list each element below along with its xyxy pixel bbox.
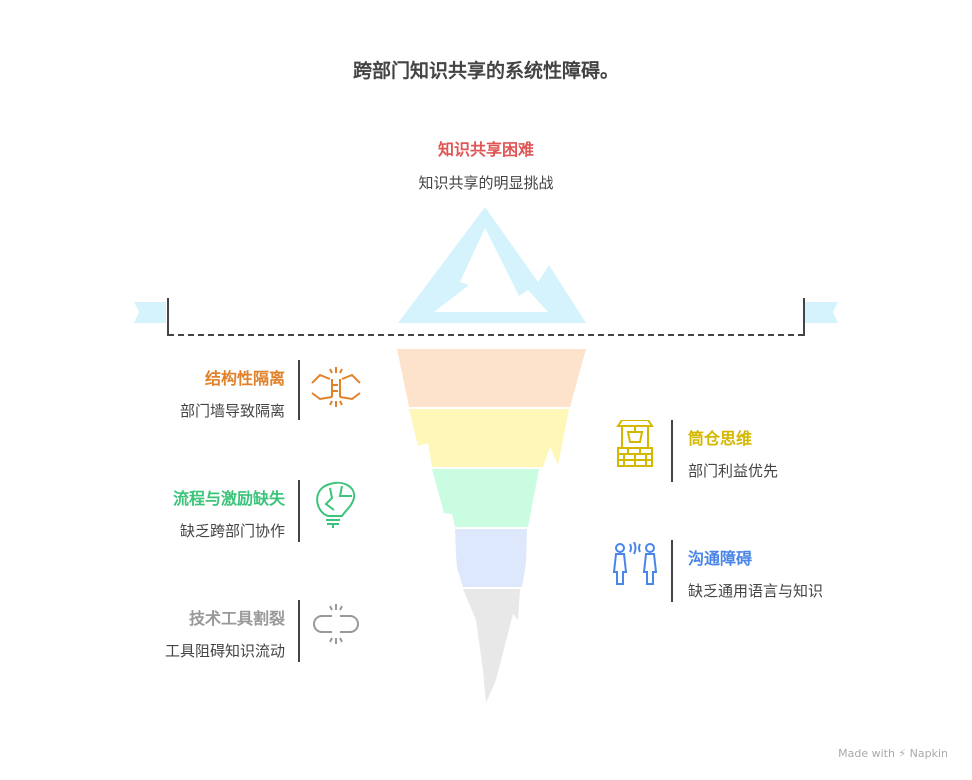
item-desc: 缺乏通用语言与知识: [688, 582, 824, 600]
lightbulb-puzzle-icon: [316, 481, 356, 528]
item-desc: 部门墙导致隔离: [179, 402, 285, 420]
item-desc: 部门利益优先: [688, 462, 779, 480]
divider: [298, 360, 300, 420]
item-desc: 缺乏跨部门协作: [179, 522, 285, 540]
divider: [671, 540, 673, 602]
divider: [298, 600, 300, 662]
item-title: 筒仓思维: [688, 429, 753, 448]
page-title: 跨部门知识共享的系统性障碍。: [352, 60, 619, 82]
well-icon: [616, 420, 654, 467]
people-talking-icon: [612, 542, 658, 585]
napkin-watermark: Made with ⚡ Napkin: [838, 747, 948, 760]
layer-green: [432, 469, 539, 527]
layer-blue: [455, 529, 527, 587]
flag-left: [134, 302, 166, 323]
item-title: 沟通障碍: [688, 549, 753, 568]
iceberg-tip: [398, 207, 586, 323]
top-title: 知识共享困难: [437, 140, 534, 159]
item-desc: 工具阻碍知识流动: [164, 642, 285, 660]
flag-right: [805, 302, 838, 323]
layer-yellow: [409, 409, 569, 467]
item-title: 结构性隔离: [204, 369, 285, 388]
broken-link-icon: [313, 604, 359, 644]
top-desc: 知识共享的明显挑战: [418, 174, 554, 192]
fist-bump-icon: [311, 367, 361, 407]
item-title: 技术工具割裂: [188, 609, 285, 628]
divider: [298, 480, 300, 542]
layer-orange: [397, 349, 586, 407]
layer-gray: [463, 589, 520, 703]
item-title: 流程与激励缺失: [172, 489, 285, 508]
divider: [671, 420, 673, 482]
